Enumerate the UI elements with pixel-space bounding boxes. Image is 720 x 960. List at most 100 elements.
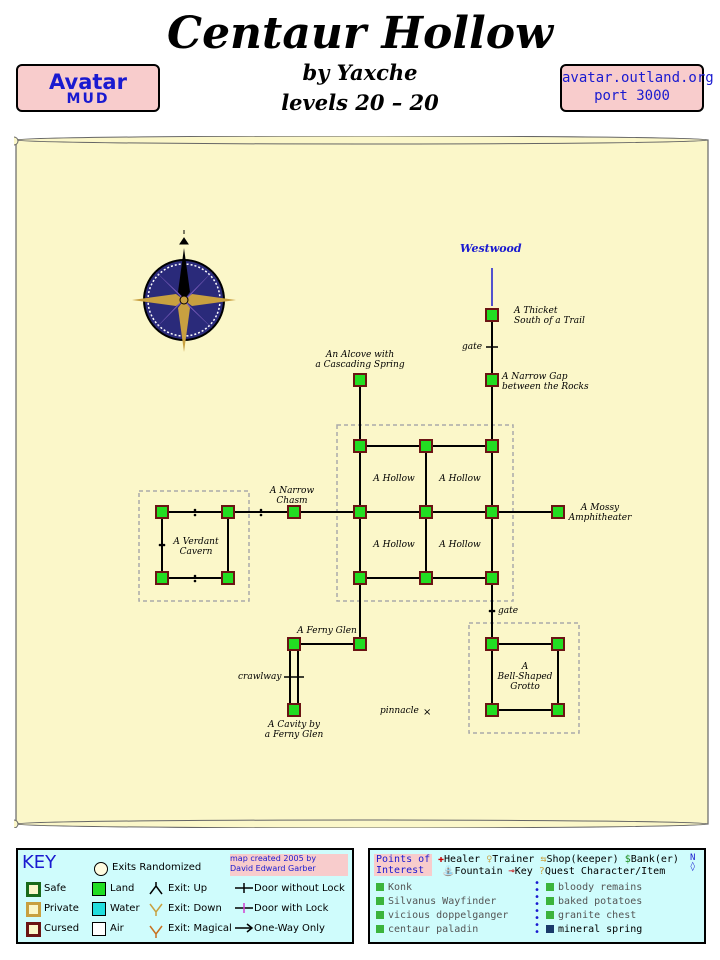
grotto-line1: A: [521, 662, 529, 672]
one-way-icon: [235, 923, 254, 933]
room-hollow-1: [353, 439, 367, 453]
map-title: Centaur Hollow: [167, 8, 553, 59]
room-hollow-8: [419, 571, 433, 585]
room-narrow-gap: [485, 373, 499, 387]
room-verdant-4: [221, 571, 235, 585]
westwood-exit-label: Westwood: [460, 242, 522, 255]
avatar-logo-text: Avatar: [49, 70, 127, 94]
door-icons: [235, 883, 254, 933]
thicket-label-line1: A Thicket: [514, 306, 558, 316]
key-exit-down: Exit: Down: [168, 903, 222, 914]
ferny-glen-label: A Ferny Glen: [297, 626, 357, 636]
key-private: Private: [44, 903, 79, 914]
poi-right-2: baked potatoes: [546, 896, 642, 907]
scroll-top-knob: [14, 136, 19, 146]
cursed-swatch-icon: [26, 922, 41, 937]
poi-heading-line1: Points of: [376, 854, 431, 865]
legend-shop: Shop(keeper): [546, 854, 619, 865]
poi-legend-row1: ✚Healer ♀Trainer ⇆Shop(keeper) $Bank(er): [438, 854, 679, 865]
room-verdant-2: [221, 505, 235, 519]
key-title: KEY: [22, 852, 57, 873]
key-icon: ⊸: [508, 866, 515, 877]
poi-left-4: centaur paladin: [376, 924, 478, 935]
cavity-line1: A Cavity by: [268, 720, 320, 730]
room-hollow-5: [419, 505, 433, 519]
map-levels: levels 20 – 20: [281, 90, 439, 115]
map-author: by Yaxche: [302, 60, 418, 85]
poi-left-3: vicious doppelganger: [376, 910, 508, 921]
room-grotto-1: [485, 637, 499, 651]
hollow-label-nw: A Hollow: [373, 474, 415, 484]
exits-randomized-icon: [94, 862, 108, 876]
poi-right-4: mineral spring: [546, 924, 642, 935]
room-mossy-amphitheater: [551, 505, 565, 519]
poi-legend-row2: ⛲Fountain ⊸Key ?Quest Character/Item: [442, 866, 665, 877]
room-grotto-2: [551, 637, 565, 651]
trainer-icon: ♀: [486, 854, 493, 865]
key-air: Air: [110, 923, 124, 934]
legend-key: Key: [514, 866, 533, 877]
narrow-chasm-line1: A Narrow: [269, 486, 315, 496]
room-narrow-chasm: [287, 505, 301, 519]
mossy-line2: Amphitheater: [568, 513, 632, 523]
room-verdant-1: [155, 505, 169, 519]
narrow-chasm-line2: Chasm: [276, 496, 308, 506]
door-markers: [284, 346, 498, 678]
key-cursed: Cursed: [44, 923, 80, 934]
exit-down-icon: [149, 903, 163, 916]
parchment-background: [15, 139, 709, 825]
poi-right-3: granite chest: [546, 910, 636, 921]
water-swatch-icon: [92, 902, 106, 916]
room-nodes: [155, 308, 565, 717]
room-hollow-3: [485, 439, 499, 453]
cavity-line2: a Ferny Glen: [264, 730, 324, 740]
credit-line1: map created 2005 by: [230, 854, 317, 863]
key-water: Water: [110, 903, 140, 914]
narrow-gap-line2: between the Rocks: [502, 382, 589, 392]
safe-swatch-icon: [26, 882, 41, 897]
legend-healer: Healer: [444, 854, 481, 865]
room-hollow-7: [353, 571, 367, 585]
key-door-no-lock: Door without Lock: [254, 883, 345, 894]
land-swatch-icon: [92, 882, 106, 896]
room-hollow-4: [353, 505, 367, 519]
room-grotto-4: [551, 703, 565, 717]
avatar-mud-badge: Avatar MUD: [16, 64, 160, 112]
hollow-label-ne: A Hollow: [439, 474, 481, 484]
room-cavity: [287, 703, 301, 717]
thicket-label-line2: South of a Trail: [514, 316, 585, 326]
key-exit-up: Exit: Up: [168, 883, 208, 894]
server-host: avatar.outland.org: [562, 70, 714, 86]
grotto-zone: [468, 622, 580, 734]
poi-left-2: Silvanus Wayfinder: [376, 896, 496, 907]
air-swatch-icon: [92, 922, 106, 936]
bank-icon: $: [624, 854, 631, 865]
poi-heading: Points of Interest: [374, 854, 433, 876]
gate-label-north: gate: [462, 342, 483, 352]
map-canvas: ×: [14, 136, 709, 828]
key-safe: Safe: [44, 883, 67, 894]
alcove-line2: a Cascading Spring: [315, 360, 405, 370]
key-land: Land: [110, 883, 135, 894]
mossy-line1: A Mossy: [580, 503, 620, 513]
room-hollow-6: [485, 505, 499, 519]
key-exit-magical: Exit: Magical: [168, 923, 232, 934]
healer-icon: ✚: [438, 854, 445, 865]
key-door-lock: Door with Lock: [254, 903, 329, 914]
poi-right-1: bloody remains: [546, 882, 642, 893]
verdant-line1: A Verdant: [173, 537, 219, 547]
key-one-way: One-Way Only: [254, 923, 325, 934]
hollow-label-sw: A Hollow: [373, 540, 415, 550]
room-hollow-9: [485, 571, 499, 585]
poi-left-1: Konk: [376, 882, 412, 893]
gate-label-south: gate: [498, 606, 519, 616]
alcove-line1: An Alcove with: [325, 350, 395, 360]
credit-line2: David Edward Garber: [230, 864, 316, 873]
